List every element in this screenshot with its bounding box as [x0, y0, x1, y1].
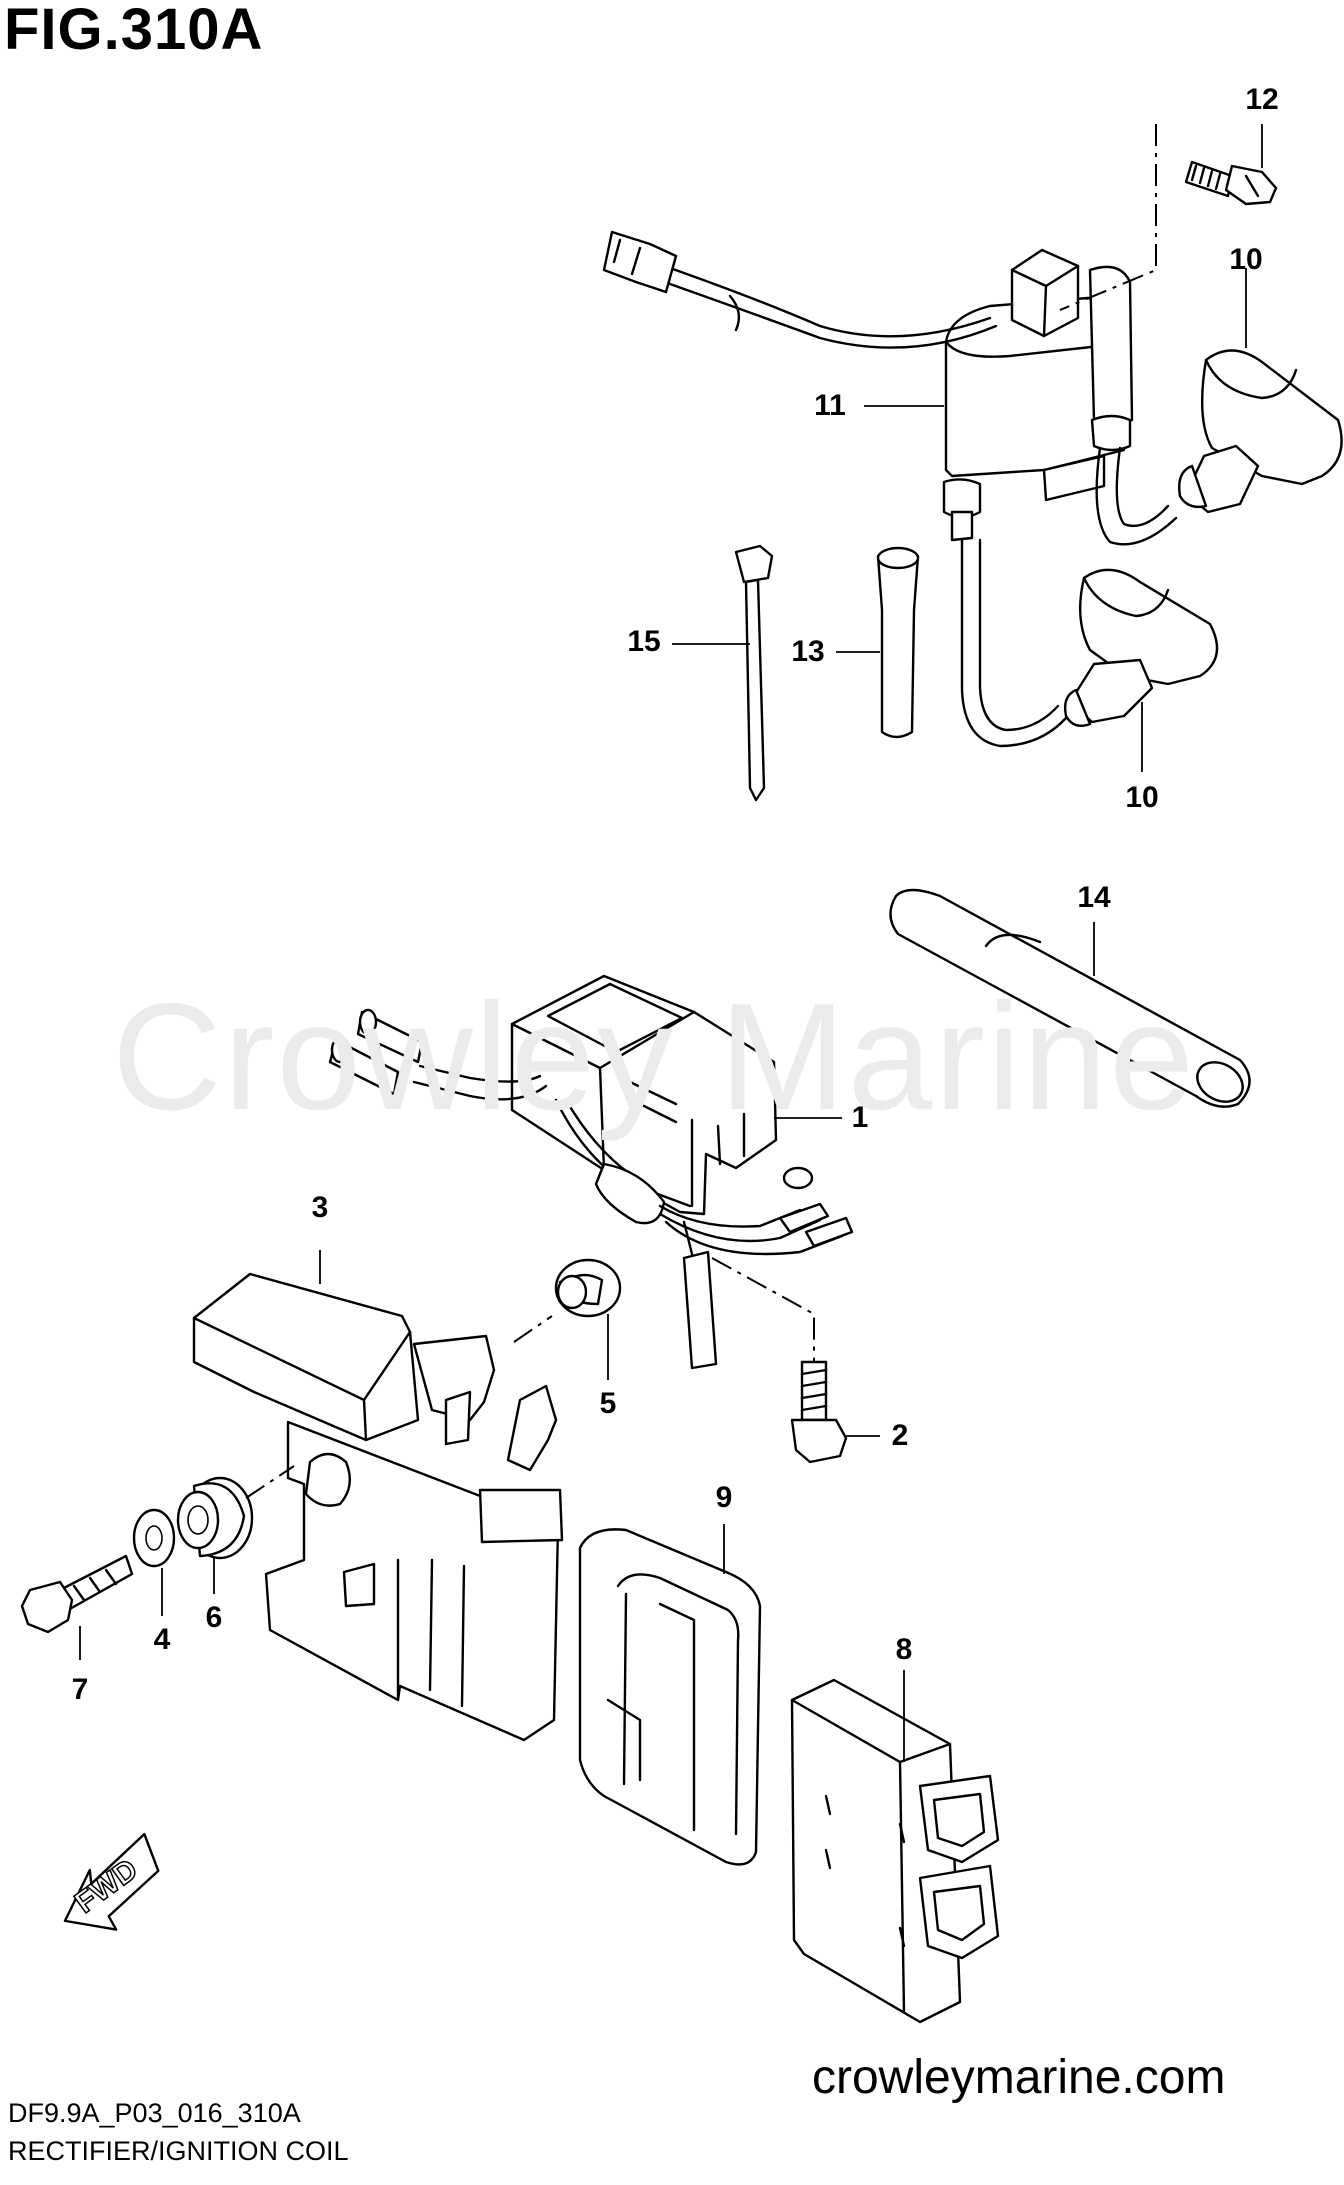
callout-5[interactable]: 5: [599, 1387, 617, 1420]
callout-3[interactable]: 3: [311, 1191, 329, 1224]
part-3-bracket: [192, 1250, 564, 1742]
part-9-cover: [578, 1524, 762, 1866]
callout-14[interactable]: 14: [1077, 881, 1111, 914]
callout-9[interactable]: 9: [715, 1481, 733, 1514]
part-7-bolt: [20, 1554, 134, 1660]
part-4-washer: [132, 1508, 176, 1616]
callout-13[interactable]: 13: [791, 635, 825, 668]
watermark-text: Crowley Marine: [112, 972, 1196, 1142]
part-1-cdi-unit: [328, 974, 854, 1370]
part-14-tube: [889, 888, 1251, 1108]
callout-1[interactable]: 1: [851, 1101, 869, 1134]
fwd-arrow: FWD: [63, 1832, 160, 1931]
part-5-grommet: [513, 1258, 622, 1380]
callout-11[interactable]: 11: [814, 389, 846, 422]
part-15-cable-tie: [672, 544, 774, 802]
figure-title: FIG.310A: [4, 0, 264, 62]
part-6-grommet: [176, 1465, 295, 1594]
part-13-sleeve: [836, 546, 920, 739]
part-2-bolt: [790, 1360, 880, 1464]
alignment-line-bottom: [711, 1257, 815, 1362]
callout-4[interactable]: 4: [153, 1623, 171, 1656]
callout-12[interactable]: 12: [1245, 83, 1279, 116]
part-10-plug-cap-upper: [1178, 268, 1343, 514]
diagram-caption: RECTIFIER/IGNITION COIL: [8, 2136, 349, 2166]
part-10-plug-cap-lower: [1063, 568, 1219, 772]
part-8-module: [790, 1670, 1000, 2024]
diagram-code: DF9.9A_P03_016_310A: [8, 2098, 301, 2128]
callout-8[interactable]: 8: [895, 1633, 913, 1666]
part-11-ignition-coil: [602, 230, 1178, 748]
callout-10-lower[interactable]: 10: [1125, 781, 1159, 814]
alignment-line-top: [1059, 124, 1157, 311]
callout-2[interactable]: 2: [891, 1419, 909, 1452]
callout-6[interactable]: 6: [205, 1601, 223, 1634]
website-link[interactable]: crowleymarine.com: [812, 2051, 1226, 2104]
callout-7[interactable]: 7: [71, 1673, 89, 1706]
part-12-bolt: [1184, 124, 1278, 206]
callout-10-upper[interactable]: 10: [1229, 243, 1263, 276]
callout-15[interactable]: 15: [627, 625, 661, 658]
